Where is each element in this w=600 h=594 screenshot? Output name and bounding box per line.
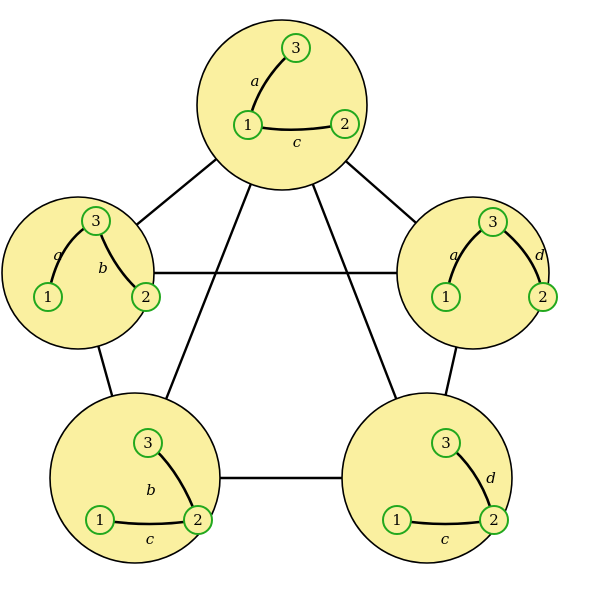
vertex-label: 3 bbox=[91, 212, 101, 230]
edge-label: c bbox=[293, 133, 302, 151]
vertex-label: 2 bbox=[141, 288, 151, 306]
vertex-label: 1 bbox=[392, 511, 402, 529]
vertex-2 bbox=[330, 109, 360, 139]
edge-label: a bbox=[450, 246, 459, 264]
vertex-3 bbox=[431, 428, 461, 458]
vertex-3 bbox=[281, 33, 311, 63]
graph-bubble bbox=[396, 196, 550, 350]
edge-label: d bbox=[486, 469, 496, 487]
vertex-2 bbox=[183, 505, 213, 535]
vertex-3 bbox=[133, 428, 163, 458]
graph-bottom-left: b c 1 2 3 bbox=[49, 392, 221, 564]
vertex-2 bbox=[131, 282, 161, 312]
graph-left: a b 1 2 3 bbox=[1, 196, 161, 350]
vertex-label: 3 bbox=[291, 39, 301, 57]
vertex-label: 3 bbox=[488, 213, 498, 231]
vertex-label: 1 bbox=[43, 288, 53, 306]
graph-bottom-right: d c 1 2 3 bbox=[341, 392, 513, 564]
vertex-label: 2 bbox=[340, 115, 350, 133]
edge-label: c bbox=[441, 530, 450, 548]
vertex-label: 1 bbox=[95, 511, 105, 529]
graph-right: a d 1 2 3 bbox=[396, 196, 558, 350]
graph-bubble bbox=[196, 19, 368, 191]
vertex-1 bbox=[431, 282, 461, 312]
vertex-label: 1 bbox=[243, 116, 253, 134]
vertex-1 bbox=[33, 282, 63, 312]
edge-label: a bbox=[54, 246, 63, 264]
vertex-2 bbox=[479, 505, 509, 535]
vertex-label: 2 bbox=[193, 511, 203, 529]
vertex-label: 2 bbox=[538, 288, 548, 306]
vertex-2 bbox=[528, 282, 558, 312]
vertex-label: 3 bbox=[441, 434, 451, 452]
edge-label: d bbox=[535, 246, 545, 264]
vertex-label: 2 bbox=[489, 511, 499, 529]
graph-top: a c 1 2 3 bbox=[196, 19, 368, 191]
edge-label: b bbox=[98, 259, 108, 277]
edge-label: b bbox=[146, 481, 156, 499]
vertex-label: 3 bbox=[143, 434, 153, 452]
vertex-1 bbox=[85, 505, 115, 535]
vertex-1 bbox=[382, 505, 412, 535]
vertex-3 bbox=[81, 206, 111, 236]
vertex-1 bbox=[233, 110, 263, 140]
vertex-label: 1 bbox=[441, 288, 451, 306]
edge-label: a bbox=[251, 72, 260, 90]
edge-label: c bbox=[146, 530, 155, 548]
graph-bubble bbox=[1, 196, 155, 350]
vertex-3 bbox=[478, 207, 508, 237]
graph-bubble bbox=[49, 392, 221, 564]
